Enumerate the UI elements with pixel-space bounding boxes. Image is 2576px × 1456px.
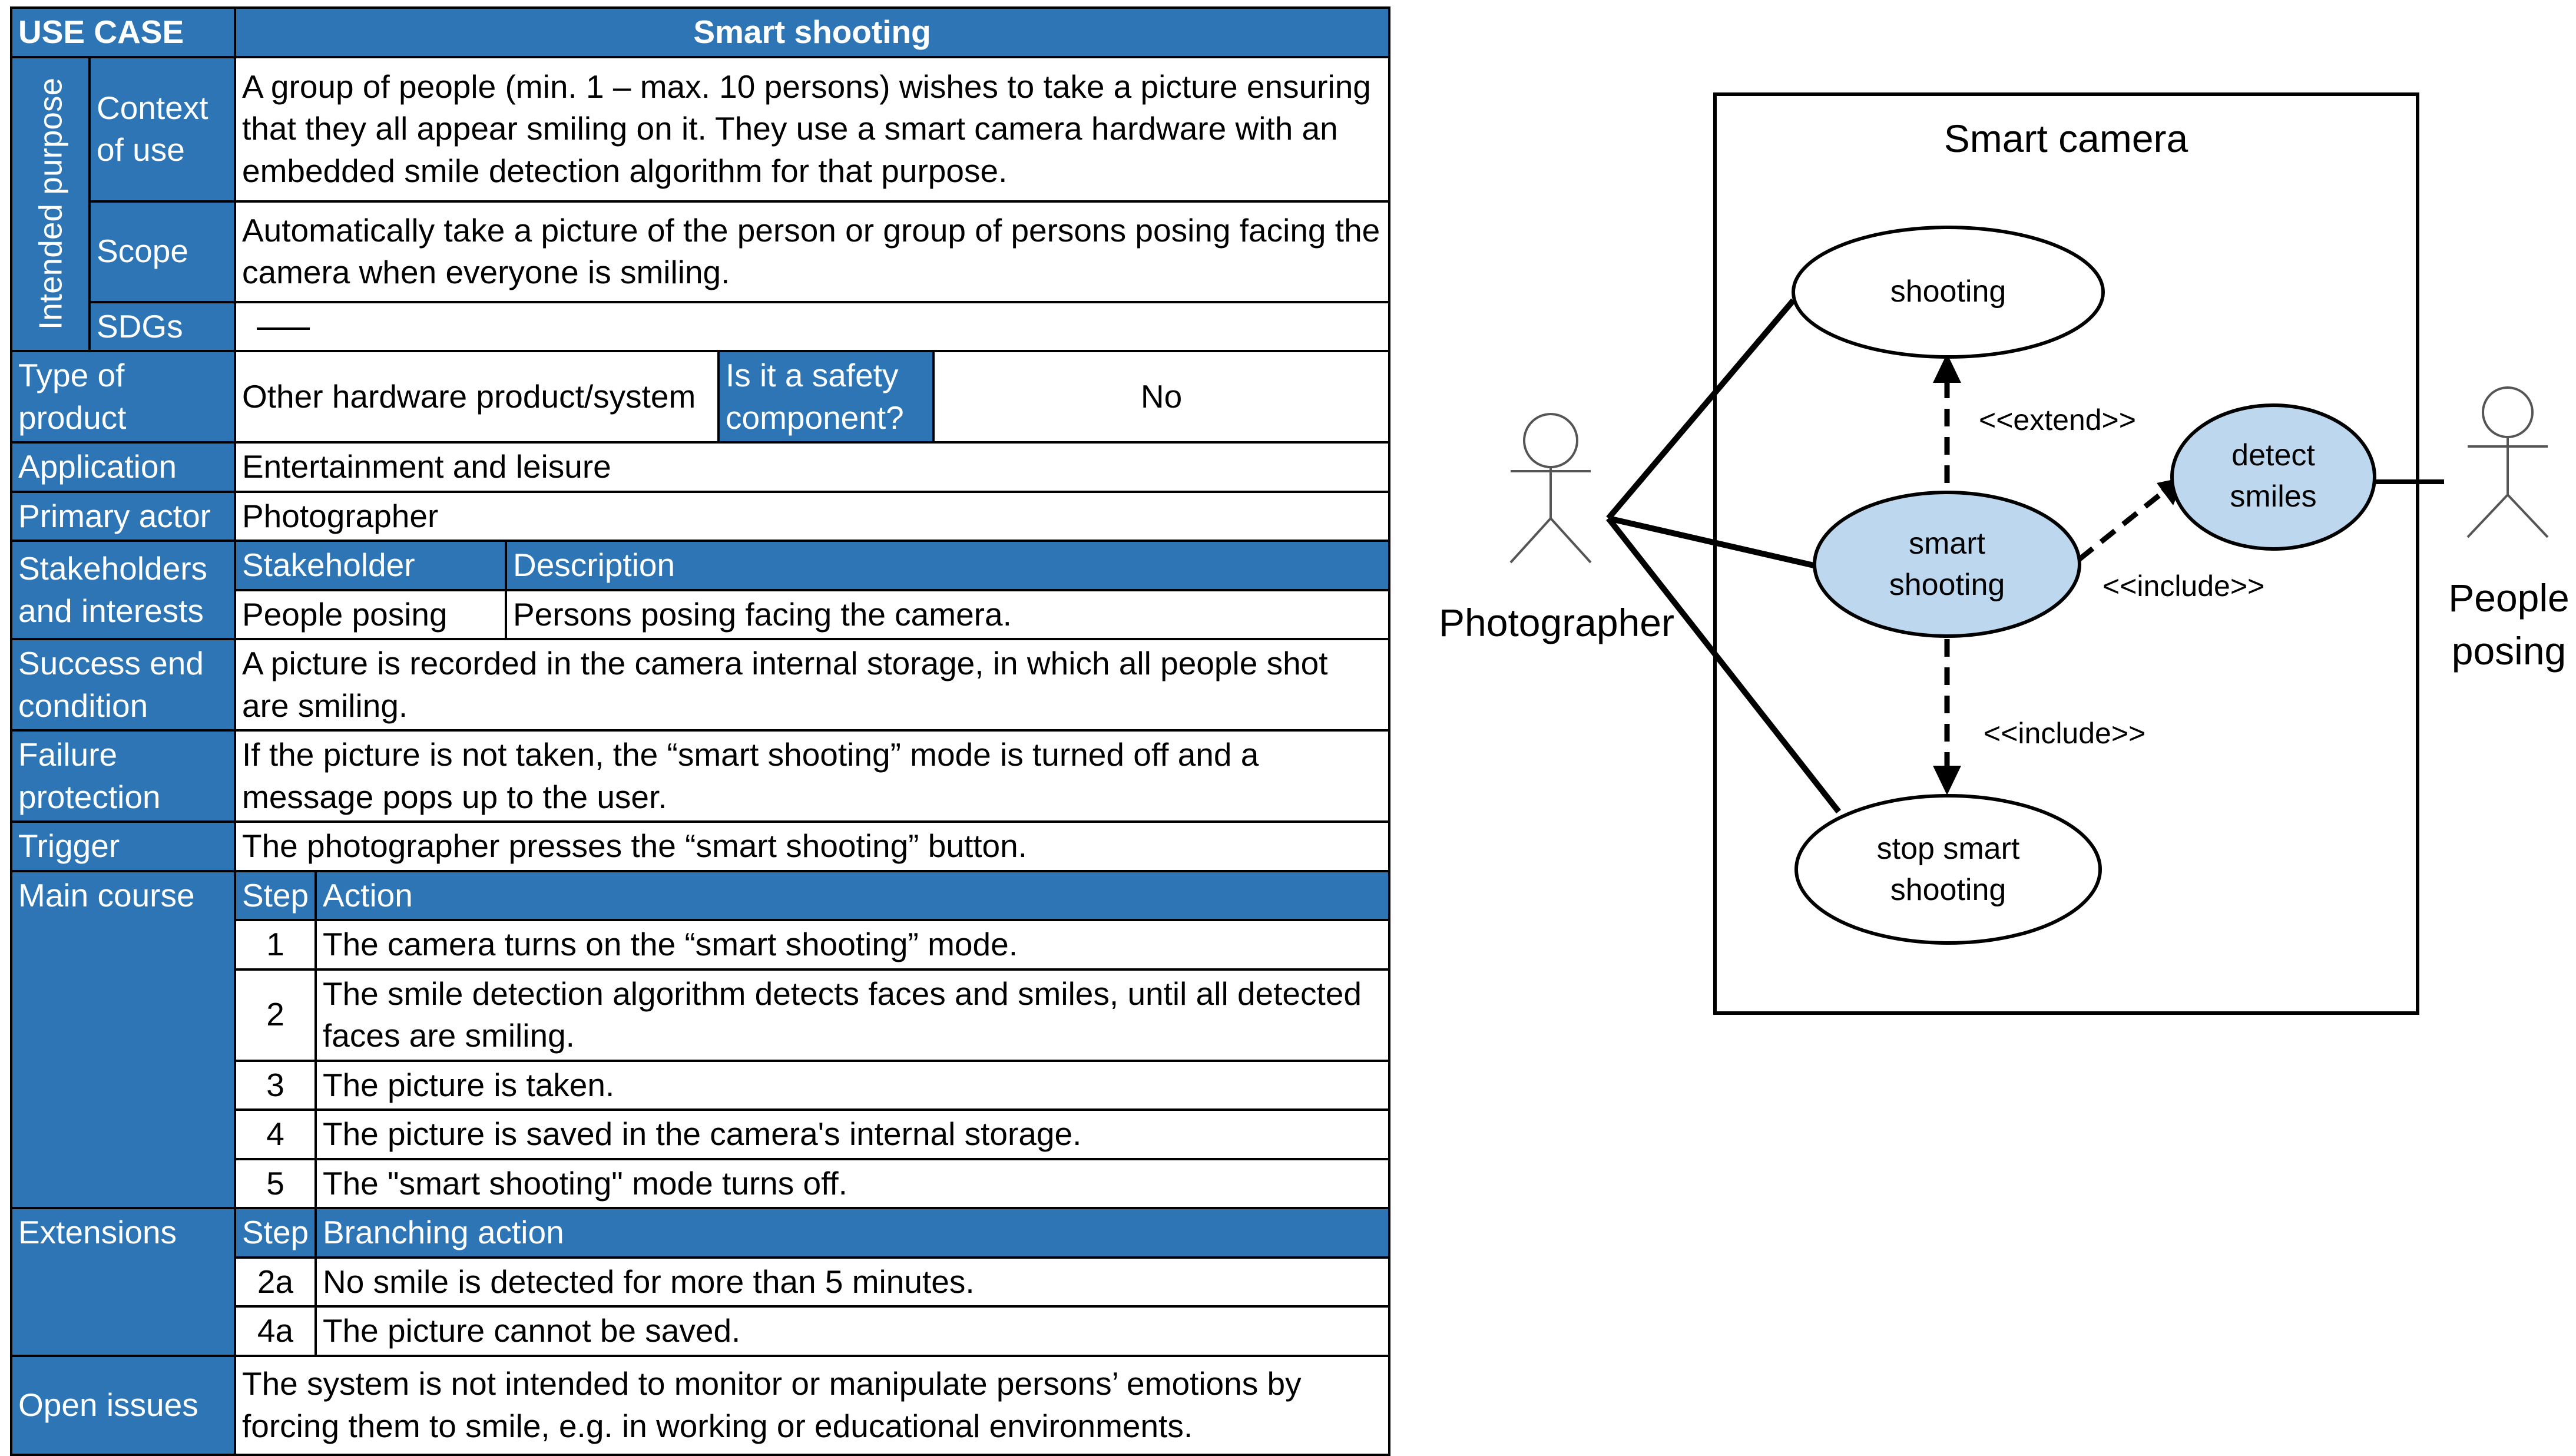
- use-case-label: USE CASE: [10, 6, 236, 58]
- ext-step-number: 2a: [234, 1256, 317, 1308]
- dependencies: [1943, 375, 2169, 779]
- use-case-table: USE CASE Smart shooting Intended purpose…: [10, 6, 1390, 1456]
- open-issues-text: The system is not intended to monitor or…: [234, 1354, 1390, 1456]
- ext-step-action: No smile is detected for more than 5 min…: [314, 1256, 1390, 1308]
- trigger-text: The photographer presses the “smart shoo…: [234, 820, 1390, 872]
- use-case-diagram: Smart camera <<extend>> <<include>> <<in…: [1439, 92, 2570, 1015]
- stakeholders-label: Stakeholders and interests: [10, 540, 236, 640]
- action-col-header: Action: [314, 869, 1390, 921]
- ext-step-col-header: Step: [234, 1207, 317, 1259]
- application-value: Entertainment and leisure: [234, 441, 1390, 493]
- step-number: 4: [234, 1108, 317, 1160]
- safety-label: Is it a safety component?: [717, 350, 935, 444]
- extend-arrowhead: [1933, 353, 1961, 383]
- extend-label: <<extend>>: [1979, 403, 2136, 436]
- step-action: The camera turns on the “smart shooting”…: [314, 919, 1390, 971]
- failure-label: Failure protection: [10, 729, 236, 823]
- context-label: Context of use: [88, 55, 236, 203]
- step-action: The picture is saved in the camera's int…: [314, 1108, 1390, 1160]
- step-number: 1: [234, 919, 317, 971]
- usecase-stop-smart-shooting: stop smart shooting: [1794, 794, 2102, 945]
- include-arrow-detect: [2077, 487, 2169, 562]
- ext-step-action: The picture cannot be saved.: [314, 1305, 1390, 1357]
- step-action: The "smart shooting" mode turns off.: [314, 1157, 1390, 1209]
- include-label-stop: <<include>>: [1984, 717, 2145, 750]
- use-case-title: Smart shooting: [234, 6, 1390, 58]
- step-action: The smile detection algorithm detects fa…: [314, 968, 1390, 1062]
- sdgs-value: —: [234, 300, 1390, 352]
- system-boundary: [1713, 92, 2419, 1015]
- trigger-label: Trigger: [10, 820, 236, 872]
- svg-text:smiles: smiles: [2230, 479, 2316, 514]
- context-text: A group of people (min. 1 – max. 10 pers…: [234, 55, 1390, 203]
- svg-text:detect: detect: [2231, 438, 2315, 472]
- intended-purpose-label: Intended purpose: [10, 55, 91, 352]
- scope-text: Automatically take a picture of the pers…: [234, 200, 1390, 303]
- application-label: Application: [10, 441, 236, 493]
- type-label: Type of product: [10, 350, 236, 444]
- ext-step-number: 4a: [234, 1305, 317, 1357]
- svg-text:stop smart: stop smart: [1877, 832, 2020, 866]
- step-col-header: Step: [234, 869, 317, 921]
- step-number: 3: [234, 1059, 317, 1111]
- scope-label: Scope: [88, 200, 236, 303]
- stakeholder-name: People posing: [234, 588, 507, 640]
- usecase-detect-smiles: detect smiles: [2170, 403, 2376, 551]
- description-col-header: Description: [505, 540, 1390, 591]
- open-issues-label: Open issues: [10, 1354, 236, 1456]
- primary-actor-label: Primary actor: [10, 490, 236, 542]
- assoc-stop-shooting: [1606, 516, 1841, 814]
- main-course-label: Main course: [10, 869, 236, 1209]
- assoc-shooting: [1606, 298, 1796, 521]
- include-stop-arrowhead: [1933, 766, 1961, 795]
- failure-text: If the picture is not taken, the “smart …: [234, 729, 1390, 823]
- svg-text:shooting: shooting: [1890, 873, 2007, 907]
- success-label: Success end condition: [10, 638, 236, 732]
- primary-actor-value: Photographer: [234, 490, 1390, 542]
- step-action: The picture is taken.: [314, 1059, 1390, 1111]
- svg-text:shooting: shooting: [1889, 568, 2005, 602]
- people-posing-label-2: posing: [2452, 629, 2567, 673]
- people-posing-actor-icon: [2466, 386, 2549, 538]
- people-posing-label-1: People: [2448, 576, 2570, 620]
- branching-col-header: Branching action: [314, 1207, 1390, 1259]
- step-number: 2: [234, 968, 317, 1062]
- extensions-label: Extensions: [10, 1207, 236, 1357]
- usecase-shooting: shooting: [1792, 226, 2105, 359]
- safety-value: No: [932, 350, 1390, 444]
- usecase-smart-shooting: smart shooting: [1813, 491, 2081, 638]
- success-text: A picture is recorded in the camera inte…: [234, 638, 1390, 732]
- photographer-associations: [1606, 298, 1841, 814]
- stakeholder-col-header: Stakeholder: [234, 540, 507, 591]
- svg-text:smart: smart: [1909, 527, 1986, 561]
- type-value: Other hardware product/system: [234, 350, 720, 444]
- photographer-label: Photographer: [1439, 601, 1674, 644]
- photographer-actor-icon: [1509, 413, 1592, 564]
- system-name: Smart camera: [1944, 117, 2188, 160]
- stakeholder-desc: Persons posing facing the camera.: [505, 588, 1390, 640]
- sdgs-label: SDGs: [88, 300, 236, 352]
- step-number: 5: [234, 1157, 317, 1209]
- include-label-detect: <<include>>: [2102, 570, 2264, 603]
- assoc-smart-shooting: [1607, 515, 1815, 568]
- svg-text:shooting: shooting: [1890, 274, 2007, 309]
